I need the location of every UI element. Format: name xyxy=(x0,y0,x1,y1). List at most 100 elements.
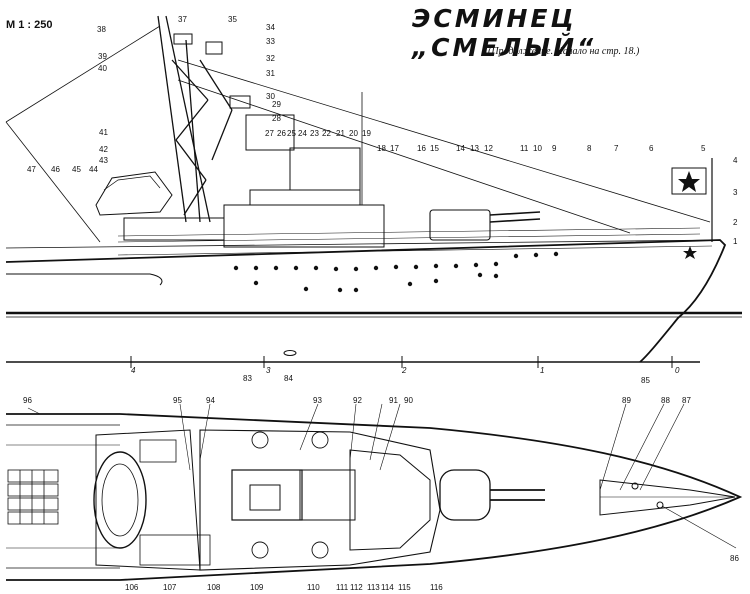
naval-jack xyxy=(671,167,707,195)
hull-outline xyxy=(5,239,727,363)
forward-turret-plan xyxy=(439,469,491,521)
gun-barrel xyxy=(489,211,541,216)
callout-plan-91: 91 xyxy=(389,396,398,405)
callout-plan-108: 108 xyxy=(207,583,221,592)
radar-mount xyxy=(173,33,193,45)
callout-side-9: 9 xyxy=(552,144,557,153)
callout-side-42: 42 xyxy=(99,145,108,154)
callout-plan-90: 90 xyxy=(404,396,413,405)
midship-superstructure xyxy=(223,204,385,248)
callout-side-33: 33 xyxy=(266,37,275,46)
vent-upper-1 xyxy=(251,431,269,449)
callout-side-32: 32 xyxy=(266,54,275,63)
aft-superstructure xyxy=(123,217,225,241)
callout-labels: 1 2 3 4 5 6 7 8 9 10 11 12 13 14 15 16 1… xyxy=(23,15,739,592)
callout-side-24: 24 xyxy=(298,129,307,138)
callout-plan-106: 106 xyxy=(125,583,139,592)
callout-side-44: 44 xyxy=(89,165,98,174)
capstan xyxy=(631,482,639,490)
callout-plan-110: 110 xyxy=(307,583,320,592)
frame-ticks xyxy=(130,356,678,368)
callout-plan-87: 87 xyxy=(682,396,691,405)
callout-side-29: 29 xyxy=(272,100,281,109)
callout-side-31: 31 xyxy=(266,69,275,78)
vent-upper-2 xyxy=(311,431,329,449)
callout-side-41: 41 xyxy=(99,128,108,137)
frame-mark-3: 3 xyxy=(266,366,271,375)
deck-line xyxy=(5,239,721,249)
rigging xyxy=(5,25,711,243)
callout-side-85: 85 xyxy=(641,376,650,385)
callout-side-16: 16 xyxy=(417,144,426,153)
callout-plan-112: 112 xyxy=(350,583,363,592)
callout-side-11: 11 xyxy=(520,144,529,153)
plan-view xyxy=(6,403,743,581)
anchor-hawse xyxy=(656,501,664,509)
aft-deckhouse-top xyxy=(103,175,161,191)
callout-side-5: 5 xyxy=(701,144,706,153)
vent-lower-2 xyxy=(311,541,329,559)
callout-side-19: 19 xyxy=(362,129,371,138)
callout-plan-111: 111 xyxy=(336,583,349,592)
callout-plan-114: 114 xyxy=(381,583,394,592)
callout-side-12: 12 xyxy=(484,144,493,153)
aft-deckhouse xyxy=(95,171,173,216)
frame-mark-0: 0 xyxy=(675,366,680,375)
callout-plan-95: 95 xyxy=(173,396,182,405)
callout-side-23: 23 xyxy=(310,129,319,138)
callout-side-45: 45 xyxy=(72,165,81,174)
callout-side-18: 18 xyxy=(377,144,386,153)
callout-side-8: 8 xyxy=(587,144,592,153)
upper-deckhouse xyxy=(249,189,361,206)
callout-side-35: 35 xyxy=(228,15,237,24)
frame-mark-4: 4 xyxy=(131,366,136,375)
sonar-dome xyxy=(283,350,297,356)
boat-stowage xyxy=(139,534,211,566)
callout-side-2: 2 xyxy=(733,218,738,227)
callout-side-3: 3 xyxy=(733,188,738,197)
callout-side-40: 40 xyxy=(98,64,107,73)
callout-side-46: 46 xyxy=(51,165,60,174)
callout-plan-89: 89 xyxy=(622,396,631,405)
jack-star-icon xyxy=(678,171,700,192)
callout-plan-115: 115 xyxy=(398,583,411,592)
drawing-title: ЭСМИНЕЦ „СМЕЛЫЙ“ xyxy=(412,4,597,62)
rangefinder xyxy=(205,41,223,55)
callout-side-6: 6 xyxy=(649,144,654,153)
sheer-line xyxy=(117,245,713,256)
deck-outline xyxy=(6,413,743,581)
vent-lower-1 xyxy=(251,541,269,559)
frame-mark-1: 1 xyxy=(540,366,544,375)
frame-mark-2: 2 xyxy=(401,366,407,375)
callout-side-25: 25 xyxy=(287,129,296,138)
forward-bridge xyxy=(245,114,295,151)
callout-side-10: 10 xyxy=(533,144,542,153)
mast xyxy=(157,15,233,223)
callout-side-7: 7 xyxy=(614,144,619,153)
callout-side-84: 84 xyxy=(284,374,293,383)
funnel-plan xyxy=(299,469,356,521)
callout-side-20: 20 xyxy=(349,129,358,138)
callout-side-27: 27 xyxy=(265,129,274,138)
callout-side-38: 38 xyxy=(97,25,106,34)
callout-plan-92: 92 xyxy=(353,396,362,405)
callout-side-34: 34 xyxy=(266,23,275,32)
callout-side-17: 17 xyxy=(390,144,399,153)
bow-fittings xyxy=(599,479,736,516)
side-view xyxy=(5,15,742,368)
continuation-note: (Продолжение. Начало на стр. 18.) xyxy=(488,46,640,57)
callout-side-22: 22 xyxy=(322,129,331,138)
callout-plan-109: 109 xyxy=(250,583,264,592)
scale-label: М 1 : 250 xyxy=(6,19,53,31)
aft-gun-mount xyxy=(93,451,147,549)
callout-side-26: 26 xyxy=(277,129,286,138)
bridge-block xyxy=(289,147,361,191)
callout-side-43: 43 xyxy=(99,156,108,165)
callout-side-83: 83 xyxy=(243,374,252,383)
aft-deckhouse-plan xyxy=(95,429,201,571)
stern-line xyxy=(6,273,163,286)
callout-side-14: 14 xyxy=(456,144,465,153)
callout-plan-113: 113 xyxy=(367,583,380,592)
